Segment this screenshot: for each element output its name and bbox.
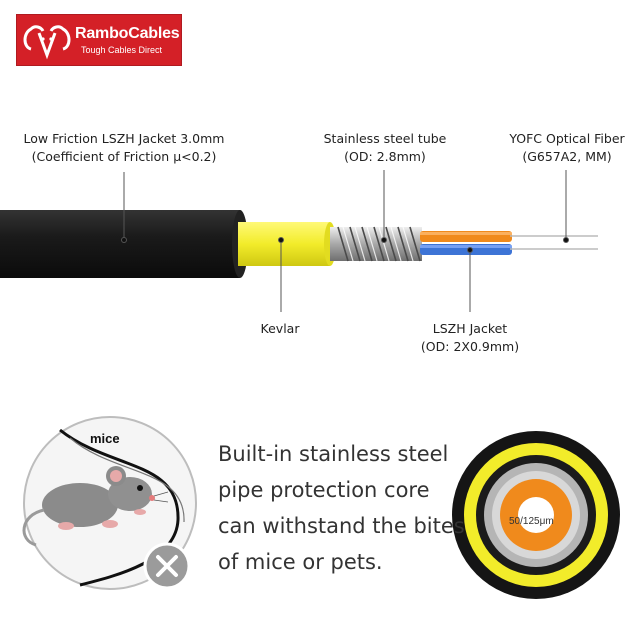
- description-text: Built-in stainless steel pipe protection…: [218, 436, 468, 580]
- ram-head-icon: [23, 25, 71, 60]
- lszh-jacket-label-line2: (OD: 2X0.9mm): [420, 339, 520, 354]
- lszh-jacket-label-line1: LSZH Jacket: [432, 321, 508, 336]
- close-icon: [143, 542, 191, 590]
- optical-fiber-label-line2: (G657A2, MM): [522, 149, 612, 164]
- fiber-cross-section: [452, 431, 620, 599]
- description-line-4: of mice or pets.: [218, 550, 383, 574]
- description-line-2: pipe protection core: [218, 478, 430, 502]
- outer-jacket-label: Low Friction LSZH Jacket 3.0mm (Coeffici…: [14, 130, 234, 166]
- mice-label: mice: [90, 431, 120, 446]
- optical-fiber-label: YOFC Optical Fiber (G657A2, MM): [498, 130, 636, 166]
- brand-logo: RamboCables Tough Cables Direct: [16, 14, 182, 66]
- steel-tube-label: Stainless steel tube (OD: 2.8mm): [310, 130, 460, 166]
- steel-tube-label-line2: (OD: 2.8mm): [344, 149, 426, 164]
- outer-jacket: [0, 210, 240, 278]
- kevlar-label-text: Kevlar: [260, 321, 300, 336]
- kevlar-layer: [238, 222, 330, 266]
- steel-tube-label-line1: Stainless steel tube: [323, 131, 447, 146]
- outer-jacket-label-line2: (Coefficient of Friction μ<0.2): [31, 149, 217, 164]
- outer-jacket-label-line1: Low Friction LSZH Jacket 3.0mm: [23, 131, 225, 146]
- brand-name: RamboCables: [75, 25, 180, 42]
- lszh-jacket-label: LSZH Jacket (OD: 2X0.9mm): [405, 320, 535, 356]
- brand-tagline: Tough Cables Direct: [81, 45, 163, 55]
- optical-fiber-label-line1: YOFC Optical Fiber: [509, 131, 625, 146]
- steel-spiral: [337, 226, 421, 262]
- fiber-spec-label: 50/125μm: [509, 516, 554, 527]
- mouse-illustration: [22, 416, 197, 590]
- description-line-1: Built-in stainless steel: [218, 442, 449, 466]
- description-line-3: can withstand the bites: [218, 514, 465, 538]
- kevlar-label: Kevlar: [240, 320, 320, 338]
